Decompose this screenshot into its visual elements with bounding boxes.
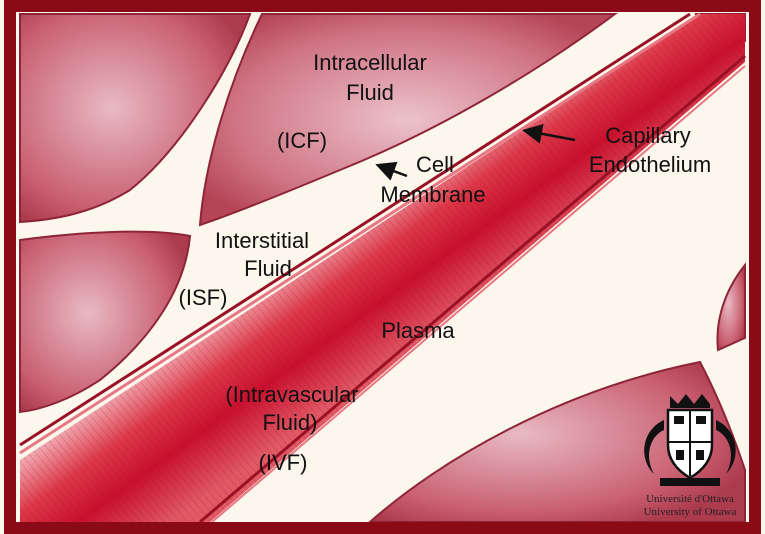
plasma-label: Plasma (381, 318, 455, 343)
icf-label-line2: Fluid (346, 80, 394, 105)
icf-label-line1: Intracellular (313, 50, 427, 75)
ivf-label-line1: (Intravascular (225, 382, 358, 407)
cell-membrane-label-line1: Cell (416, 152, 454, 177)
capillary-label-line2: Endothelium (589, 152, 711, 177)
ivf-label-line2: Fluid) (262, 410, 317, 435)
icf-abbreviation: (ICF) (277, 128, 327, 153)
logo-text-english: University of Ottawa (644, 506, 737, 518)
logo-text-french: Université d'Ottawa (646, 493, 734, 505)
cell-membrane-label-line2: Membrane (380, 182, 485, 207)
capillary-label-line1: Capillary (605, 123, 691, 148)
isf-label-line1: Interstitial (215, 228, 309, 253)
ivf-abbreviation: (IVF) (259, 450, 308, 475)
isf-label-line2: Fluid (244, 256, 292, 281)
isf-abbreviation: (ISF) (179, 285, 228, 310)
